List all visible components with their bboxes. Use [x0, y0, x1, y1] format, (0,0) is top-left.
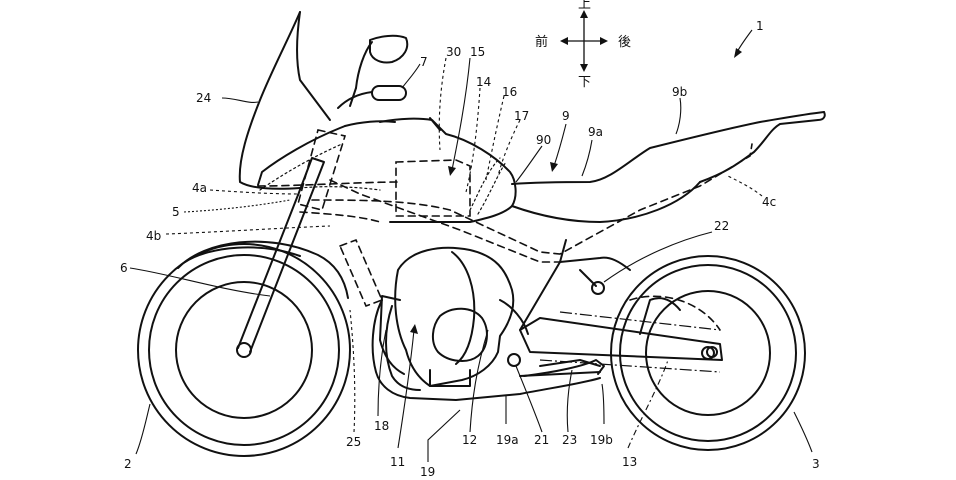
- label-22: 22: [714, 219, 729, 233]
- label-19a: 19a: [496, 433, 519, 447]
- label-2: 2: [124, 457, 132, 471]
- label-13: 13: [622, 455, 637, 469]
- label-12: 12: [462, 433, 477, 447]
- label-4a: 4a: [192, 181, 207, 195]
- label-25: 25: [346, 435, 361, 449]
- label-19b: 19b: [590, 433, 613, 447]
- pivot-21: [508, 354, 520, 366]
- label-4c: 4c: [762, 195, 776, 209]
- arrow-right-icon: [600, 37, 608, 45]
- front-fender: [178, 242, 348, 298]
- label-4b: 4b: [146, 229, 161, 243]
- label-19: 19: [420, 465, 435, 479]
- direction-down-label: 下: [578, 75, 591, 90]
- direction-indicator: 上 前 後 下: [535, 0, 631, 90]
- direction-front-label: 前: [535, 34, 548, 50]
- label-90: 90: [536, 133, 551, 147]
- label-9a: 9a: [588, 125, 603, 139]
- direction-up-label: 上: [578, 0, 591, 12]
- arrow-left-icon: [560, 37, 568, 45]
- handlebar: [338, 36, 407, 108]
- label-14: 14: [476, 75, 491, 89]
- label-5: 5: [172, 205, 180, 219]
- label-3: 3: [812, 457, 820, 471]
- arrow-down-icon: [580, 64, 588, 72]
- label-18: 18: [374, 419, 389, 433]
- label-11: 11: [390, 455, 405, 469]
- label-6: 6: [120, 261, 128, 275]
- seat: [512, 112, 825, 222]
- label-21: 21: [534, 433, 549, 447]
- direction-rear-label: 後: [618, 35, 631, 50]
- radiator: [340, 240, 382, 306]
- label-7: 7: [420, 55, 428, 69]
- label-9: 9: [562, 109, 570, 123]
- label-17: 17: [514, 109, 529, 123]
- label-15: 15: [470, 45, 485, 59]
- label-16: 16: [502, 85, 517, 99]
- main-frame: [258, 144, 752, 262]
- fuel-tank-outline-30: [396, 160, 470, 216]
- label-9b: 9b: [672, 85, 687, 99]
- label-24: 24: [196, 91, 211, 105]
- engine: [380, 248, 528, 386]
- label-30: 30: [446, 45, 461, 59]
- label-1: 1: [756, 19, 764, 33]
- label-23: 23: [562, 433, 577, 447]
- leader-lines: [130, 30, 812, 462]
- head-pipe-dashed: [260, 130, 345, 210]
